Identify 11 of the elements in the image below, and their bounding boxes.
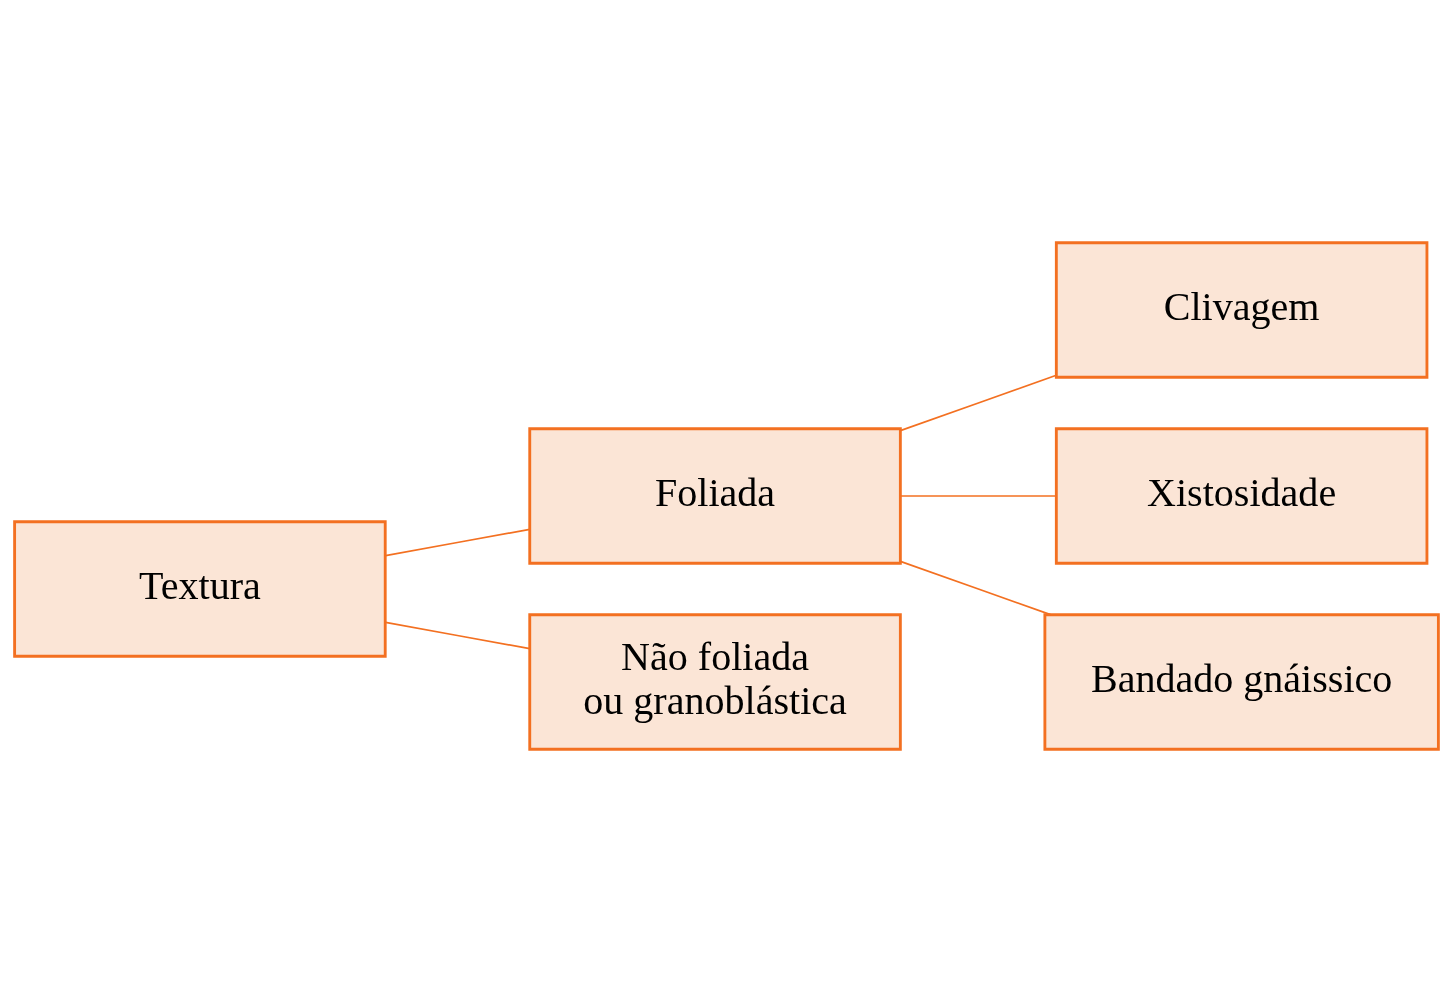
connector bbox=[899, 373, 1058, 432]
node-box: Não foliada ou granoblástica bbox=[528, 612, 902, 751]
node-box: Textura bbox=[13, 519, 387, 658]
node-box: Foliada bbox=[528, 426, 902, 565]
node-box: Bandado gnáissico bbox=[1043, 612, 1440, 751]
connector bbox=[384, 621, 531, 649]
connector bbox=[899, 559, 1052, 615]
connector bbox=[899, 494, 1058, 497]
connector bbox=[384, 528, 531, 556]
node-box: Clivagem bbox=[1054, 240, 1429, 379]
node-box: Xistosidade bbox=[1054, 426, 1429, 565]
